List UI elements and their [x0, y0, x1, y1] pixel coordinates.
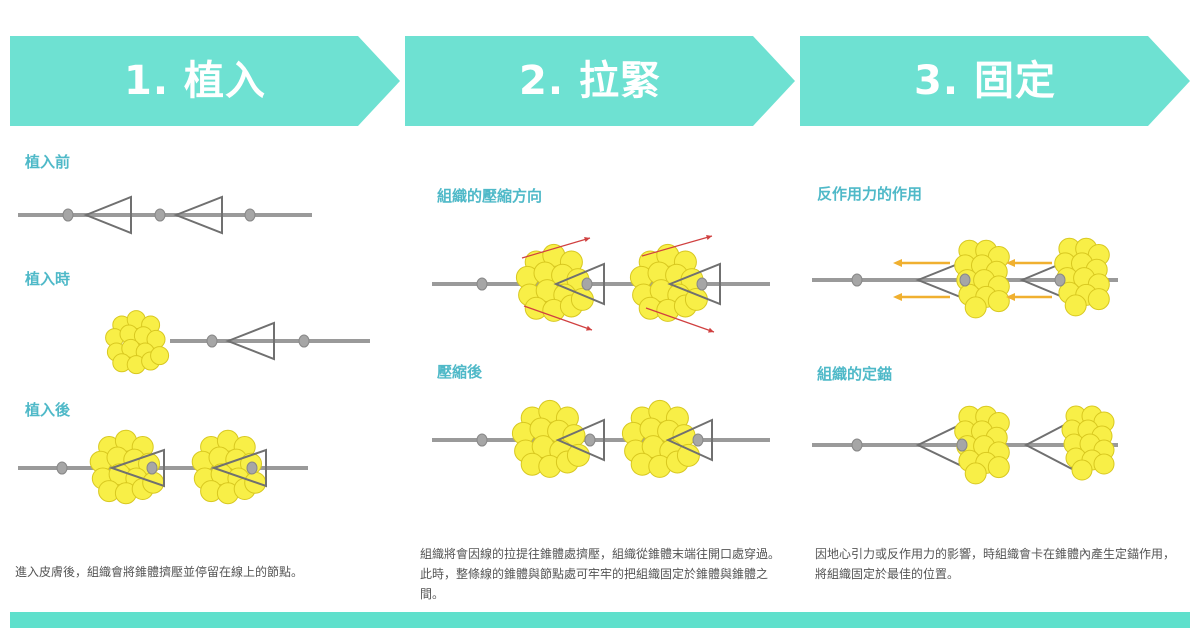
step-1-title: 1. 植入	[124, 58, 266, 104]
cone	[553, 262, 605, 306]
label-during-implant: 植入時	[25, 270, 71, 288]
compression-arrow-head	[706, 234, 712, 240]
thread-node	[146, 461, 158, 475]
thread-node	[56, 461, 68, 475]
cone	[83, 195, 132, 235]
step-2-description: 組織將會因線的拉提往錐體處擠壓，組織從錐體末端往開口處穿過。此時，整條線的錐體與…	[420, 547, 781, 601]
compression-arrow-head	[708, 327, 714, 333]
thread-node	[298, 334, 310, 348]
compression-arrow	[645, 307, 715, 333]
tissue-cell	[1093, 453, 1115, 475]
thread-node	[62, 208, 74, 222]
cone	[667, 262, 721, 306]
thread-node	[851, 273, 863, 287]
compression-arrow	[521, 237, 591, 259]
compression-arrow-head	[586, 325, 592, 331]
banner-arrow-shape	[405, 36, 795, 126]
compression-arrow	[641, 235, 713, 257]
step-3-title: 3. 固定	[914, 58, 1056, 104]
label-tissue-anchoring: 組織的定錨	[817, 365, 893, 383]
thread-node	[696, 277, 708, 291]
thread-node	[1054, 273, 1066, 287]
step-3-description: 因地心引力或反作用力的影響，時組織會卡在錐體內產生定錨作用，將組織固定於最佳的位…	[815, 547, 1176, 581]
bottom-bar	[10, 612, 1190, 628]
tissue-cell	[1064, 294, 1087, 317]
tissue-cell	[987, 290, 1010, 313]
label-compression-direction: 組織的壓縮方向	[437, 187, 543, 205]
thread-node	[246, 461, 258, 475]
tissue-cell	[964, 296, 987, 319]
tissue-cell	[964, 462, 987, 485]
step-1-description: 進入皮膚後，組織會將錐體擠壓並停留在線上的節點。	[15, 565, 304, 579]
tissue-cell	[1087, 288, 1110, 311]
tissue-cell	[987, 456, 1010, 479]
cone	[108, 448, 165, 488]
label-after-compression: 壓縮後	[437, 363, 483, 381]
force-arrow-head	[1006, 293, 1015, 301]
label-before-implant: 植入前	[25, 153, 71, 171]
tissue-cell	[1071, 459, 1093, 481]
step-2-banner: 2. 拉緊	[405, 36, 795, 126]
thread-node	[206, 334, 218, 348]
thread-node	[581, 277, 593, 291]
force-arrow-head	[1006, 259, 1015, 267]
compression-arrow	[523, 305, 593, 331]
step-1-banner: 1. 植入	[10, 36, 400, 126]
force-arrow-head	[893, 293, 902, 301]
thread-node	[584, 433, 596, 447]
cone	[210, 448, 267, 488]
force-arrow-head	[893, 259, 902, 267]
cone	[555, 418, 605, 462]
banner-arrow-shape	[10, 36, 400, 126]
thread-node	[476, 433, 488, 447]
thread-node	[154, 208, 166, 222]
tissue-cell	[150, 346, 170, 366]
cone	[665, 418, 713, 462]
cone	[173, 195, 223, 235]
thread-node	[959, 273, 971, 287]
compression-arrow-head	[584, 237, 590, 243]
tissue-cell	[676, 443, 700, 467]
thread-node	[244, 208, 256, 222]
tissue-cell	[566, 443, 590, 467]
step-3-banner: 3. 固定	[800, 36, 1190, 126]
banner-arrow-shape	[800, 36, 1190, 126]
label-after-implant: 植入後	[25, 401, 71, 419]
cone	[225, 321, 275, 361]
step-2-title: 2. 拉緊	[519, 58, 661, 104]
thread-node	[956, 438, 968, 452]
thread-node	[692, 433, 704, 447]
thread-node	[476, 277, 488, 291]
thread-node	[851, 438, 863, 452]
label-reaction-force: 反作用力的作用	[817, 185, 923, 203]
